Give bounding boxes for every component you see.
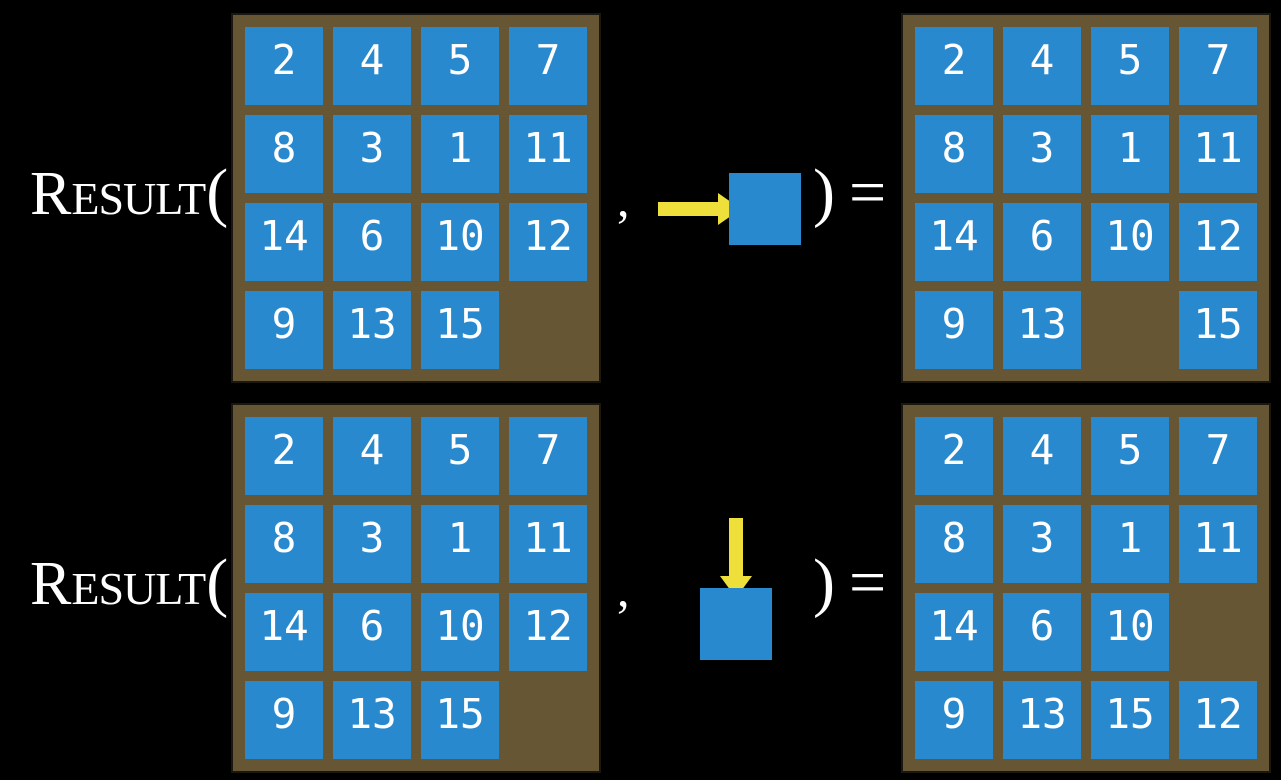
puzzle-tile-5: 5 (421, 27, 499, 105)
puzzle-tile-6: 6 (333, 203, 411, 281)
close-paren: ) (813, 156, 835, 229)
puzzle-tile-7: 7 (1179, 27, 1257, 105)
puzzle-tile-13: 13 (1003, 291, 1081, 369)
function-name-rest: ESULT (71, 173, 206, 224)
blank-cell (1091, 291, 1169, 369)
puzzle-tile-14: 14 (915, 203, 993, 281)
function-name-initial: R (30, 160, 72, 228)
puzzle-tile-12: 12 (509, 593, 587, 671)
puzzle-tile-4: 4 (333, 417, 411, 495)
puzzle-tile-11: 11 (509, 505, 587, 583)
blank-cell (509, 681, 587, 759)
puzzle-tile-3: 3 (1003, 115, 1081, 193)
puzzle-tile-6: 6 (1003, 593, 1081, 671)
puzzle-tile-9: 9 (245, 681, 323, 759)
action-tile-square-down (700, 588, 772, 660)
argument-comma: , (617, 171, 630, 227)
puzzle-tile-5: 5 (421, 417, 499, 495)
puzzle-tile-11: 11 (1179, 505, 1257, 583)
puzzle-tile-1: 1 (421, 505, 499, 583)
argument-comma: , (617, 561, 630, 617)
puzzle-tile-8: 8 (245, 115, 323, 193)
puzzle-tile-10: 10 (1091, 203, 1169, 281)
puzzle-tile-13: 13 (1003, 681, 1081, 759)
puzzle-tile-12: 12 (1179, 203, 1257, 281)
puzzle-tile-8: 8 (915, 505, 993, 583)
puzzle-tile-4: 4 (1003, 417, 1081, 495)
function-name-initial: R (30, 550, 72, 618)
equals-sign: = (848, 546, 887, 619)
puzzle-tile-1: 1 (421, 115, 499, 193)
puzzle-tile-1: 1 (1091, 115, 1169, 193)
close-paren-equals: ) = (813, 550, 886, 616)
puzzle-tile-14: 14 (245, 203, 323, 281)
puzzle-tile-15: 15 (1091, 681, 1169, 759)
puzzle-tile-12: 12 (509, 203, 587, 281)
puzzle-tile-3: 3 (333, 115, 411, 193)
puzzle-tile-11: 11 (1179, 115, 1257, 193)
close-paren-equals: ) = (813, 160, 886, 226)
puzzle-tile-5: 5 (1091, 417, 1169, 495)
puzzle-tile-7: 7 (509, 27, 587, 105)
puzzle-tile-3: 3 (333, 505, 411, 583)
puzzle-tile-15: 15 (1179, 291, 1257, 369)
puzzle-tile-14: 14 (245, 593, 323, 671)
puzzle-tile-10: 10 (1091, 593, 1169, 671)
close-paren: ) (813, 546, 835, 619)
down-arrow-icon (720, 518, 752, 598)
puzzle-tile-7: 7 (1179, 417, 1257, 495)
puzzle-tile-3: 3 (1003, 505, 1081, 583)
puzzle-tile-14: 14 (915, 593, 993, 671)
puzzle-tile-13: 13 (333, 291, 411, 369)
equals-sign: = (848, 156, 887, 229)
puzzle-tile-10: 10 (421, 593, 499, 671)
blank-cell (509, 291, 587, 369)
puzzle-tile-15: 15 (421, 291, 499, 369)
puzzle-tile-9: 9 (915, 681, 993, 759)
puzzle-tile-4: 4 (333, 27, 411, 105)
puzzle-tile-9: 9 (245, 291, 323, 369)
puzzle-tile-9: 9 (915, 291, 993, 369)
puzzle-tile-7: 7 (509, 417, 587, 495)
puzzle-tile-15: 15 (421, 681, 499, 759)
puzzle-tile-13: 13 (333, 681, 411, 759)
puzzle-tile-5: 5 (1091, 27, 1169, 105)
puzzle-tile-12: 12 (1179, 681, 1257, 759)
puzzle-tile-1: 1 (1091, 505, 1169, 583)
puzzle-tile-6: 6 (333, 593, 411, 671)
puzzle-tile-2: 2 (245, 417, 323, 495)
puzzle-tile-2: 2 (915, 417, 993, 495)
puzzle-tile-8: 8 (915, 115, 993, 193)
puzzle-tile-8: 8 (245, 505, 323, 583)
open-paren: ( (206, 156, 229, 229)
function-name-rest: ESULT (71, 563, 206, 614)
puzzle-tile-11: 11 (509, 115, 587, 193)
puzzle-tile-10: 10 (421, 203, 499, 281)
open-paren: ( (206, 546, 229, 619)
result-function-label: R ESULT ( (30, 160, 228, 226)
puzzle-tile-2: 2 (245, 27, 323, 105)
puzzle-tile-4: 4 (1003, 27, 1081, 105)
result-function-label: R ESULT ( (30, 550, 228, 616)
puzzle-tile-2: 2 (915, 27, 993, 105)
blank-cell (1179, 593, 1257, 671)
puzzle-tile-6: 6 (1003, 203, 1081, 281)
action-tile-square-right (729, 173, 801, 245)
